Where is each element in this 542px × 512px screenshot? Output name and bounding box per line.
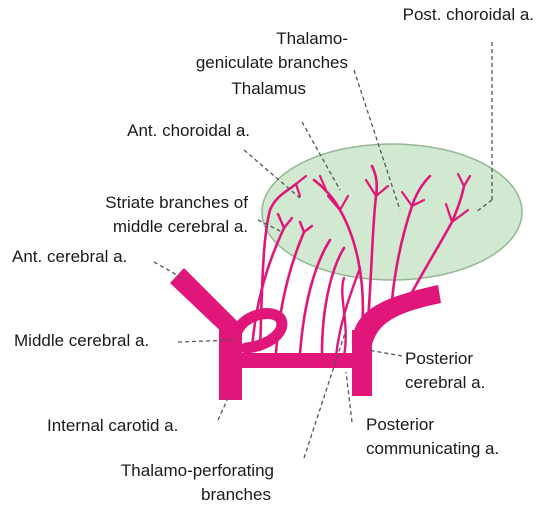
label-thalamoperforating-line2: branches (201, 485, 271, 504)
label-posterior-communicating-line2: communicating a. (366, 439, 499, 458)
label-posterior-cerebral-line1: Posterior (405, 349, 473, 368)
label-posterior-cerebral-line2: cerebral a. (405, 373, 485, 392)
label-post-choroidal: Post. choroidal a. (403, 5, 534, 24)
label-ant-choroidal: Ant. choroidal a. (127, 121, 250, 140)
label-thalamus: Thalamus (231, 79, 306, 98)
label-thalamogeniculate-line1: Thalamo- (276, 29, 348, 48)
label-thalamogeniculate-line2: geniculate branches (196, 53, 348, 72)
label-striate-line2: middle cerebral a. (113, 217, 248, 236)
label-internal-carotid: Internal carotid a. (47, 416, 178, 435)
thalamus-shape (262, 144, 522, 280)
label-middle-cerebral: Middle cerebral a. (14, 331, 149, 350)
label-ant-cerebral: Ant. cerebral a. (12, 247, 127, 266)
label-posterior-communicating-line1: Posterior (366, 415, 434, 434)
posterior-cerebral-artery (352, 285, 441, 345)
anterior-cerebral-artery (170, 268, 238, 340)
label-thalamoperforating-line1: Thalamo-perforating (121, 461, 274, 480)
label-striate-line1: Striate branches of (105, 193, 248, 212)
